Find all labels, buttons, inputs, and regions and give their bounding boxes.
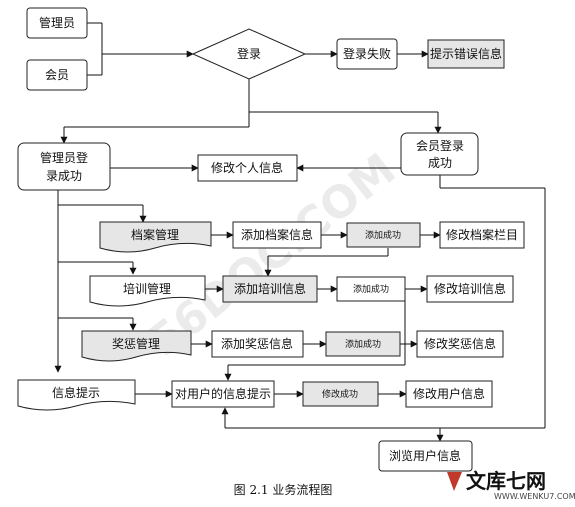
- svg-text:修改个人信息: 修改个人信息: [211, 160, 283, 175]
- member_ok-label-line1: 会员登录: [416, 138, 464, 153]
- svg-text:信息提示: 信息提示: [52, 385, 100, 400]
- node-add-success-2: 添加成功: [336, 276, 406, 302]
- svg-text:修改用户信息: 修改用户信息: [413, 386, 485, 401]
- node-modify-archive: 修改档案栏目: [439, 221, 525, 249]
- svg-text:添加成功: 添加成功: [353, 283, 389, 295]
- node-login: 登录: [191, 28, 307, 80]
- admin_ok-label-line2: 录成功: [46, 169, 82, 183]
- node-browse-user: 浏览用户信息: [378, 440, 473, 472]
- svg-text:添加成功: 添加成功: [365, 229, 401, 241]
- node-admin-ok: 管理员登 录成功: [17, 142, 111, 191]
- node-add-archive: 添加档案信息: [232, 221, 322, 249]
- figure-caption: 图 2.1 业务流程图: [234, 482, 333, 497]
- node-modify-user: 修改用户信息: [405, 380, 493, 408]
- svg-text:添加成功: 添加成功: [345, 338, 381, 350]
- node-modify-training: 修改培训信息: [426, 275, 514, 303]
- admin_ok-label-line1: 管理员登: [40, 150, 88, 165]
- node-reward-mgmt: 奖惩管理: [81, 330, 192, 362]
- svg-text:培训管理: 培训管理: [123, 281, 171, 296]
- svg-text:登录失败: 登录失败: [343, 46, 391, 61]
- node-modify-info: 修改个人信息: [197, 154, 298, 182]
- node-member-ok: 会员登录 成功: [400, 132, 479, 176]
- svg-text:修改奖惩信息: 修改奖惩信息: [424, 336, 496, 351]
- svg-text:添加档案信息: 添加档案信息: [241, 227, 313, 242]
- svg-text:文库七网: 文库七网: [466, 469, 546, 493]
- node-error-msg: 提示错误信息: [427, 39, 505, 69]
- node-add-reward: 添加奖惩信息: [211, 330, 304, 358]
- logo-mark-icon: [447, 472, 462, 491]
- logo: 文库七网 WWW.WENKU7.COM: [447, 469, 575, 501]
- node-add-success-3: 添加成功: [325, 331, 401, 357]
- node-add-training: 添加培训信息: [222, 275, 318, 303]
- member_ok-label-line2: 成功: [428, 156, 452, 170]
- node-archive-mgmt: 档案管理: [99, 221, 212, 253]
- edges: [54, 22, 546, 442]
- node-user-info-tip: 对用户的信息提示: [171, 380, 275, 408]
- node-admin: 管理员: [26, 7, 88, 39]
- node-modify-success: 修改成功: [302, 381, 379, 407]
- svg-text:添加奖惩信息: 添加奖惩信息: [221, 336, 293, 351]
- svg-text:提示错误信息: 提示错误信息: [430, 46, 502, 61]
- svg-text:修改培训信息: 修改培训信息: [434, 281, 506, 296]
- svg-text:管理员: 管理员: [39, 15, 75, 30]
- svg-text:奖惩管理: 奖惩管理: [112, 336, 160, 351]
- svg-text:修改成功: 修改成功: [322, 388, 358, 400]
- node-info-tip: 信息提示: [17, 379, 136, 411]
- node-member: 会员: [26, 59, 88, 91]
- node-training-mgmt: 培训管理: [89, 275, 206, 307]
- node-login-fail: 登录失败: [336, 38, 398, 70]
- svg-text:登录: 登录: [237, 46, 261, 61]
- svg-text:添加培训信息: 添加培训信息: [234, 281, 306, 296]
- svg-text:修改档案栏目: 修改档案栏目: [446, 227, 518, 242]
- svg-text:档案管理: 档案管理: [131, 227, 179, 242]
- svg-text:浏览用户信息: 浏览用户信息: [389, 448, 461, 463]
- svg-text:WWW.WENKU7.COM: WWW.WENKU7.COM: [494, 492, 575, 501]
- svg-text:对用户的信息提示: 对用户的信息提示: [175, 386, 271, 401]
- svg-text:会员: 会员: [45, 68, 69, 82]
- node-modify-reward: 修改奖惩信息: [416, 330, 504, 358]
- node-add-success-1: 添加成功: [346, 222, 421, 248]
